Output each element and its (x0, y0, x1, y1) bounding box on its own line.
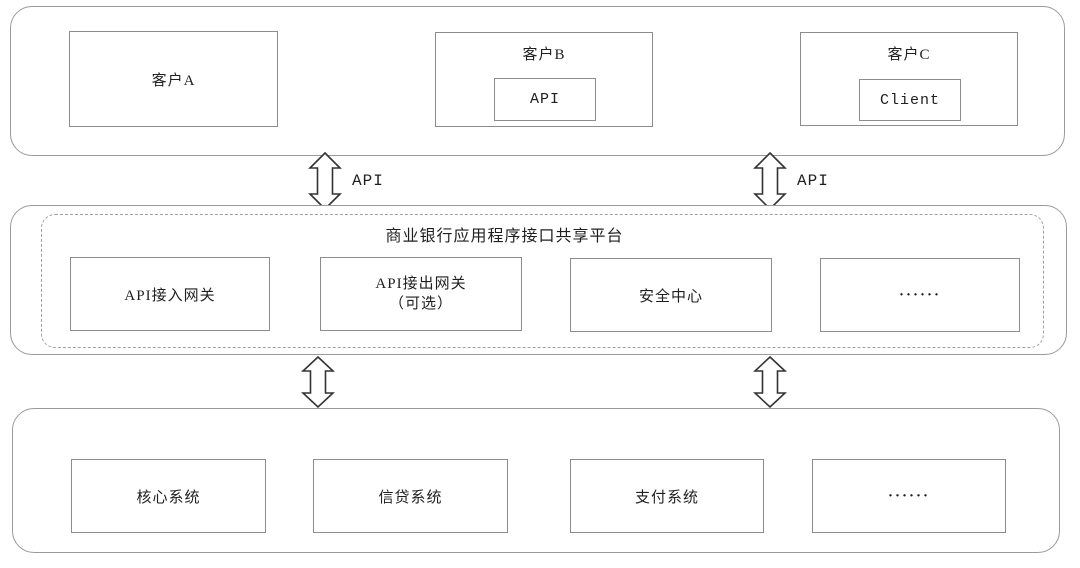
client-b-inner-api-box: API (494, 78, 596, 121)
double-arrow-icon (753, 356, 787, 408)
double-arrow-clients-platform-left (308, 152, 342, 210)
clients-section: 客户A 客户B API 客户C Client (10, 6, 1065, 156)
double-arrow-platform-systems-left (301, 356, 335, 408)
module-api-in-gateway-box: API接入网关 (70, 257, 270, 331)
platform-section: 商业银行应用程序接口共享平台 API接入网关 API接出网关 （可选） 安全中心… (10, 205, 1067, 355)
system-core-box: 核心系统 (71, 459, 266, 533)
api-arrow-label-right: API (797, 172, 829, 190)
client-b-label: 客户B (522, 47, 566, 63)
client-c-label: 客户C (887, 47, 931, 63)
client-c-inner-client-box: Client (859, 79, 961, 121)
system-payment-label: 支付系统 (634, 489, 699, 506)
module-security-center-label: 安全中心 (638, 288, 703, 305)
double-arrow-clients-platform-right (753, 152, 787, 210)
platform-title: 商业银行应用程序接口共享平台 (385, 228, 624, 245)
client-b-box: 客户B API (435, 32, 653, 127)
double-arrow-platform-systems-right (753, 356, 787, 408)
system-credit-label: 信贷系统 (378, 489, 443, 506)
module-api-out-gateway-label: API接出网关 (375, 276, 467, 292)
module-ellipsis-box: ······ (820, 258, 1020, 332)
double-arrow-icon (301, 356, 335, 408)
systems-section: 核心系统 信贷系统 支付系统 ······ (12, 408, 1060, 553)
module-api-out-gateway-sublabel: （可选） (388, 296, 453, 312)
module-api-out-gateway-box: API接出网关 （可选） (320, 257, 522, 331)
double-arrow-icon (308, 152, 342, 210)
module-security-center-box: 安全中心 (570, 258, 772, 332)
module-ellipsis-label: ······ (898, 286, 941, 303)
module-api-in-gateway-label: API接入网关 (124, 287, 216, 304)
client-c-inner-client-label: Client (879, 91, 940, 109)
system-ellipsis-label: ······ (887, 487, 930, 504)
client-b-inner-api-label: API (529, 91, 560, 108)
double-arrow-icon (753, 152, 787, 210)
client-a-box: 客户A (69, 31, 278, 127)
platform-dashed-boundary: 商业银行应用程序接口共享平台 API接入网关 API接出网关 （可选） 安全中心… (41, 214, 1044, 348)
api-arrow-label-left: API (352, 172, 384, 190)
system-ellipsis-box: ······ (812, 459, 1006, 533)
client-c-box: 客户C Client (800, 32, 1018, 126)
client-a-label: 客户A (151, 72, 196, 89)
system-credit-box: 信贷系统 (313, 459, 508, 533)
system-core-label: 核心系统 (136, 489, 201, 506)
system-payment-box: 支付系统 (570, 459, 764, 533)
